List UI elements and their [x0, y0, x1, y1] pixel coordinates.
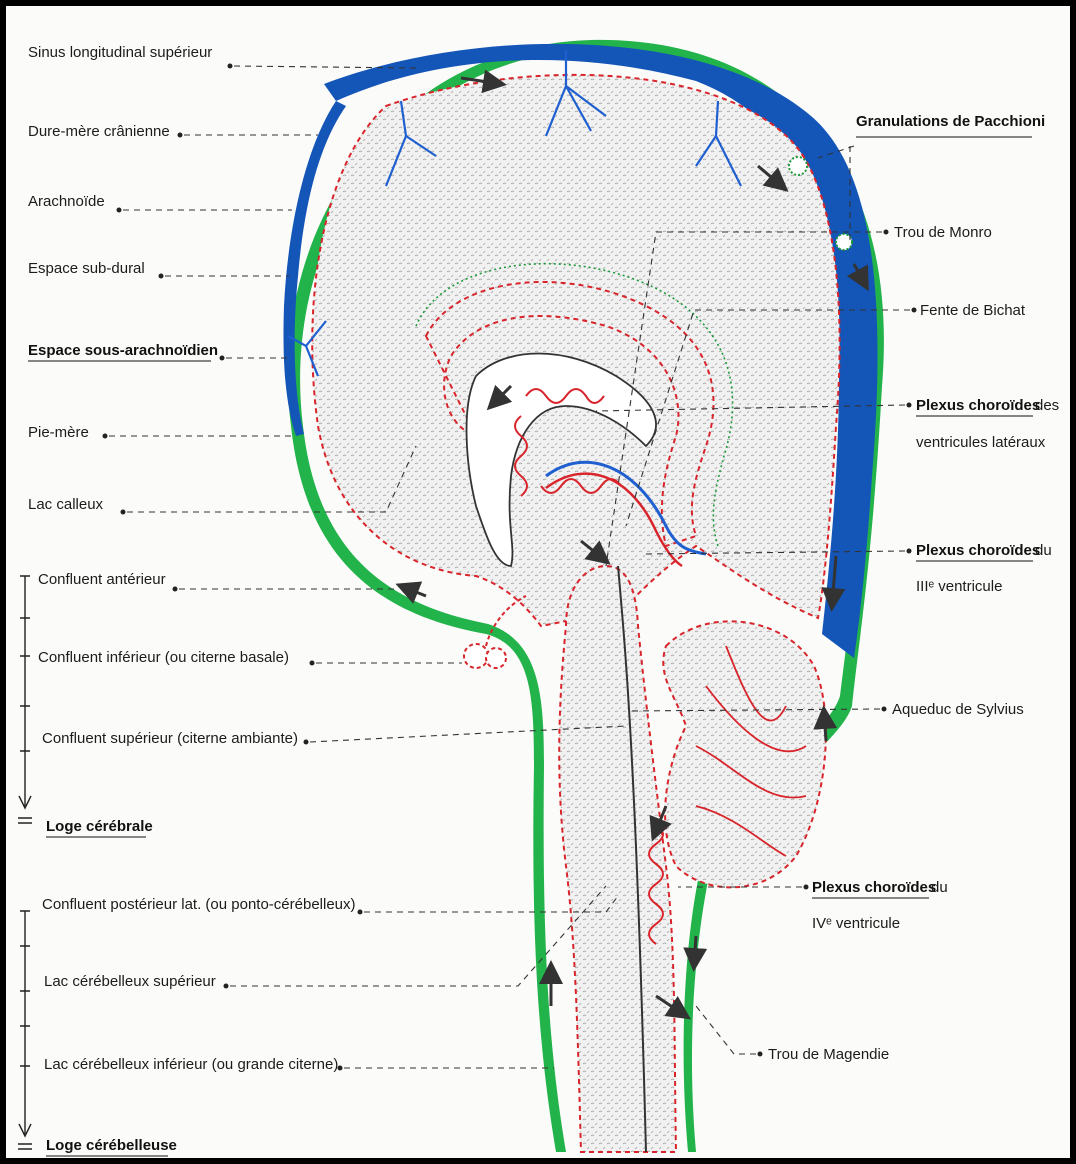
- label-trou-magendie-text: Trou de Magendie: [768, 1046, 889, 1063]
- label-plexus-lat-line2: ventricules latéraux: [916, 434, 1046, 451]
- label-sous-arachnoidien: Espace sous-arachnoïdien: [28, 342, 288, 361]
- label-pie-mere: Pie-mère: [28, 424, 296, 441]
- label-plexus-iii-rest: du: [1035, 542, 1052, 559]
- label-plexus-lat-rest: des: [1035, 397, 1059, 414]
- label-confluent-anterieur-text: Confluent antérieur: [38, 571, 166, 588]
- label-sinus-text: Sinus longitudinal supérieur: [28, 44, 212, 61]
- label-trou-monro-text: Trou de Monro: [894, 224, 992, 241]
- label-loge-cerebrale-text: Loge cérébrale: [46, 818, 153, 835]
- cerebellum: [663, 621, 826, 887]
- label-pie-mere-text: Pie-mère: [28, 424, 89, 441]
- meninges-diagram: Sinus longitudinal supérieur Dure-mère c…: [6, 6, 1070, 1158]
- label-confluent-inferieur-text: Confluent inférieur (ou citerne basale): [38, 649, 289, 666]
- bracket-loge-cerebelleuse: [18, 911, 32, 1149]
- label-loge-cerebelleuse: Loge cérébelleuse: [46, 1137, 177, 1156]
- label-sous-arachnoidien-text: Espace sous-arachnoïdien: [28, 342, 218, 359]
- label-aqueduc-text: Aqueduc de Sylvius: [892, 701, 1024, 718]
- diagram-frame: Sinus longitudinal supérieur Dure-mère c…: [6, 6, 1070, 1158]
- label-plexus-lat-bold: Plexus choroïdes: [916, 397, 1040, 414]
- label-plexus-iv-rest: du: [931, 879, 948, 896]
- label-fente-bichat-text: Fente de Bichat: [920, 302, 1026, 319]
- label-confluent-posterieur-text: Confluent postérieur lat. (ou ponto-céré…: [42, 896, 356, 913]
- label-granulations-text: Granulations de Pacchioni: [856, 113, 1045, 130]
- label-confluent-posterieur: Confluent postérieur lat. (ou ponto-céré…: [42, 896, 618, 915]
- label-loge-cerebelleuse-text: Loge cérébelleuse: [46, 1137, 177, 1154]
- label-sinus: Sinus longitudinal supérieur: [28, 44, 416, 69]
- label-lac-cerebelleux-inf: Lac cérébelleux inférieur (ou grande cit…: [44, 1056, 554, 1073]
- label-confluent-superieur-text: Confluent supérieur (citerne ambiante): [42, 730, 298, 747]
- label-confluent-anterieur: Confluent antérieur: [38, 571, 394, 592]
- label-plexus-iv-line2: IVᵉ ventricule: [812, 915, 900, 932]
- cerebrum: [312, 75, 839, 626]
- label-arachnoide-text: Arachnoïde: [28, 193, 105, 210]
- label-arachnoide: Arachnoïde: [28, 193, 292, 213]
- bracket-loge-cerebrale: [18, 576, 32, 823]
- label-dure-mere-text: Dure-mère crânienne: [28, 123, 170, 140]
- label-trou-magendie: Trou de Magendie: [696, 1006, 889, 1063]
- label-sub-dural-text: Espace sub-dural: [28, 260, 145, 277]
- label-lac-cerebelleux-sup-text: Lac cérébelleux supérieur: [44, 973, 216, 990]
- label-plexus-iii-bold: Plexus choroïdes: [916, 542, 1040, 559]
- label-confluent-inferieur: Confluent inférieur (ou citerne basale): [38, 649, 462, 666]
- label-sub-dural: Espace sub-dural: [28, 260, 289, 279]
- label-lac-calleux-text: Lac calleux: [28, 496, 104, 513]
- label-loge-cerebrale: Loge cérébrale: [46, 818, 153, 837]
- label-dure-mere: Dure-mère crânienne: [28, 123, 318, 140]
- label-lac-cerebelleux-inf-text: Lac cérébelleux inférieur (ou grande cit…: [44, 1056, 338, 1073]
- label-plexus-iii-line2: IIIᵉ ventricule: [916, 578, 1002, 595]
- label-plexus-iv-bold: Plexus choroïdes: [812, 879, 936, 896]
